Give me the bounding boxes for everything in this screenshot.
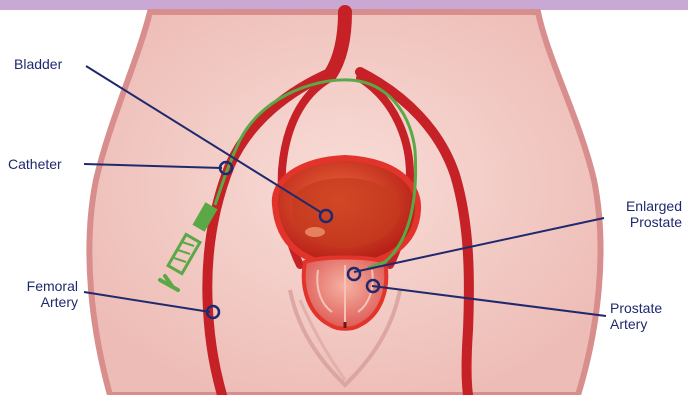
catheter-label-text: Catheter	[8, 156, 62, 172]
bladder-label: Bladder	[14, 56, 62, 72]
prostate-artery-label: Prostate Artery	[610, 300, 662, 332]
enlarged-prostate-label-line1: Enlarged	[590, 198, 682, 214]
femoral-artery-label-line1: Femoral	[6, 278, 78, 294]
catheter-label: Catheter	[8, 156, 62, 172]
enlarged-prostate-label: Enlarged Prostate	[590, 198, 682, 230]
prostate-artery-label-line1: Prostate	[610, 300, 662, 316]
femoral-artery-label-line2: Artery	[6, 294, 78, 310]
bladder-label-text: Bladder	[14, 56, 62, 72]
prostate-artery-label-line2: Artery	[610, 316, 662, 332]
enlarged-prostate-label-line2: Prostate	[590, 214, 682, 230]
femoral-artery-label: Femoral Artery	[6, 278, 78, 310]
bladder-highlight	[305, 227, 325, 237]
